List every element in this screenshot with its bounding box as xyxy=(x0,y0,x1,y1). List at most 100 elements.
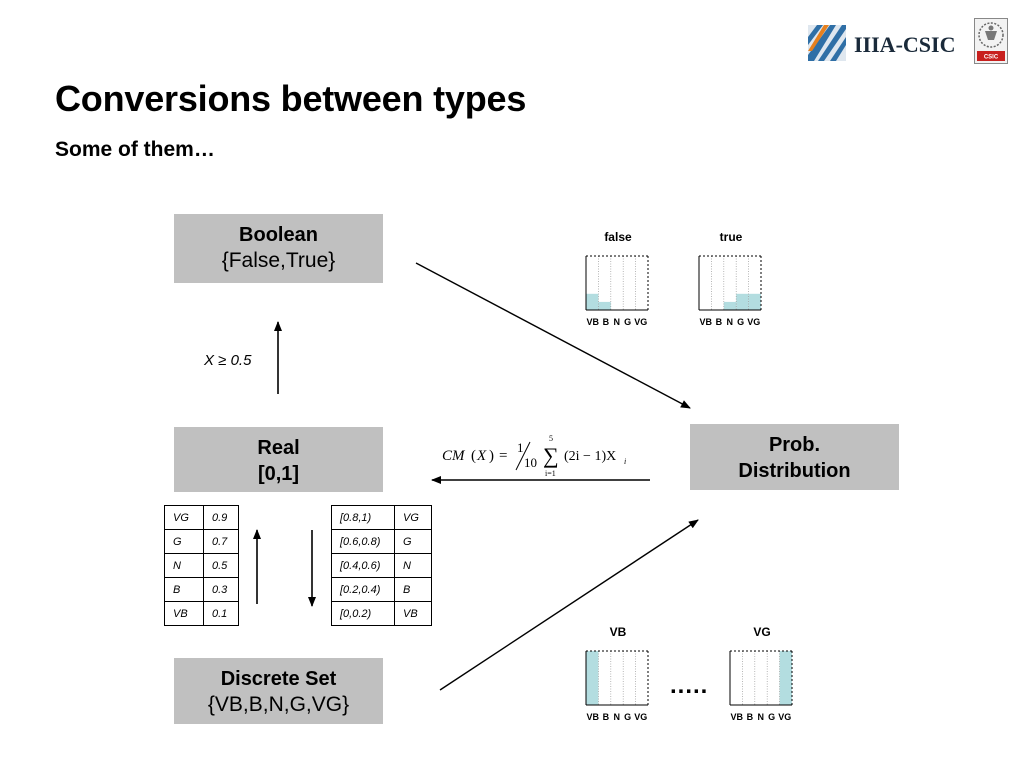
histogram-tick-b: B xyxy=(715,317,723,327)
histogram-bar-n xyxy=(723,301,737,310)
histogram-plot xyxy=(585,650,649,706)
histogram-bar-vb xyxy=(586,651,599,705)
histogram-tick-g: G xyxy=(624,317,632,327)
real-range-cell: [0.6,0.8) xyxy=(331,529,395,554)
histogram-tick-b: B xyxy=(602,317,610,327)
real-range-cell: [0.4,0.6) xyxy=(331,553,395,578)
ellipsis: ..... xyxy=(670,672,709,699)
real-type-name: Real xyxy=(257,437,300,459)
discrete-label-cell: G xyxy=(164,529,204,554)
arrow-boolean-to-prob xyxy=(415,262,691,409)
histogram-true-caption: true xyxy=(719,230,743,244)
iiia-csic-logo: IIIA-CSIC CSIC xyxy=(808,18,1013,66)
discrete-label-cell: VB xyxy=(164,601,204,626)
discrete-label-cell: G xyxy=(394,529,432,554)
histogram-tick-vb: VB xyxy=(730,712,743,722)
prob-distribution-box: Prob. Distribution xyxy=(690,424,899,490)
csic-seal-icon: CSIC xyxy=(974,18,1008,64)
iiia-logo-icon xyxy=(808,25,846,61)
histogram-vg-caption: VG xyxy=(753,625,771,639)
histogram-tick-n: N xyxy=(726,317,733,327)
discrete-label-cell: VG xyxy=(164,505,204,530)
histogram-tick-g: G xyxy=(624,712,632,722)
table-row: [0,0.2)VB xyxy=(331,601,432,626)
formula-subscript: i xyxy=(624,457,626,466)
arrow-discrete-to-prob xyxy=(439,519,699,691)
real-value-cell: 0.7 xyxy=(203,529,239,554)
discrete-type-values: {VB,B,N,G,VG} xyxy=(207,693,350,716)
histogram-tick-vg: VG xyxy=(634,317,648,327)
threshold-condition-label: X ≥ 0.5 xyxy=(204,352,252,369)
histogram-tick-g: G xyxy=(768,712,776,722)
histogram-bar-g xyxy=(736,293,749,310)
svg-text:): ) xyxy=(489,448,494,464)
histogram-plot xyxy=(585,255,649,311)
histogram-bar-vg xyxy=(779,651,792,705)
histogram-bar-vb xyxy=(586,293,599,310)
logo-text: IIIA-CSIC xyxy=(854,32,956,57)
boolean-type-values: {False,True} xyxy=(221,249,336,272)
prob-type-name-line2: Distribution xyxy=(738,460,851,482)
histogram-tick-vb: VB xyxy=(586,712,599,722)
histogram-tick-g: G xyxy=(737,317,745,327)
boolean-type-name: Boolean xyxy=(239,224,318,246)
discrete-label-cell: B xyxy=(164,577,204,602)
histogram-tick-n: N xyxy=(613,317,620,327)
discrete-set-type-box: Discrete Set {VB,B,N,G,VG} xyxy=(174,658,383,724)
histogram-tick-n: N xyxy=(613,712,620,722)
histogram-tick-vg: VG xyxy=(747,317,761,327)
discrete-label-cell: VB xyxy=(394,601,432,626)
formula-numerator: 1 xyxy=(517,440,524,455)
prob-type-name-line1: Prob. xyxy=(768,434,821,456)
formula-sum-bottom: i=1 xyxy=(545,469,556,478)
boolean-type-box: Boolean {False,True} xyxy=(174,214,383,283)
histogram-plot xyxy=(729,650,793,706)
histogram-tick-b: B xyxy=(602,712,610,722)
formula-equals: = xyxy=(499,448,507,464)
svg-text:(: ( xyxy=(471,448,476,464)
histogram-plot xyxy=(698,255,762,311)
histogram-vb-caption: VB xyxy=(609,625,627,639)
formula-sum-top: 5 xyxy=(549,434,553,443)
table-row: [0.8,1)VG xyxy=(331,505,432,530)
histogram-bar-b xyxy=(598,301,611,310)
real-type-values: [0,1] xyxy=(257,463,300,485)
real-to-discrete-table: [0.8,1)VG[0.6,0.8)G[0.4,0.6)N[0.2,0.4)B[… xyxy=(331,505,432,626)
histogram-tick-n: N xyxy=(757,712,764,722)
histogram-bar-vg xyxy=(748,293,761,310)
histogram-tick-vg: VG xyxy=(778,712,792,722)
histogram-tick-vb: VB xyxy=(586,317,599,327)
discrete-label-cell: VG xyxy=(394,505,432,530)
real-value-cell: 0.1 xyxy=(203,601,239,626)
histogram-tick-vb: VB xyxy=(699,317,712,327)
real-range-cell: [0.8,1) xyxy=(331,505,395,530)
page-title: Conversions between types xyxy=(55,78,527,119)
real-value-cell: 0.9 xyxy=(203,505,239,530)
discrete-label-cell: B xyxy=(394,577,432,602)
formula-denominator: 10 xyxy=(524,455,537,470)
real-type-box: Real [0,1] xyxy=(174,427,383,492)
table-row: [0.2,0.4)B xyxy=(331,577,432,602)
discrete-type-name: Discrete Set xyxy=(220,668,337,690)
real-range-cell: [0,0.2) xyxy=(331,601,395,626)
formula-lhs: CM xyxy=(442,448,466,464)
real-value-cell: 0.3 xyxy=(203,577,239,602)
real-range-cell: [0.2,0.4) xyxy=(331,577,395,602)
table-row: [0.4,0.6)N xyxy=(331,553,432,578)
discrete-label-cell: N xyxy=(394,553,432,578)
formula-arg: X xyxy=(476,448,487,464)
